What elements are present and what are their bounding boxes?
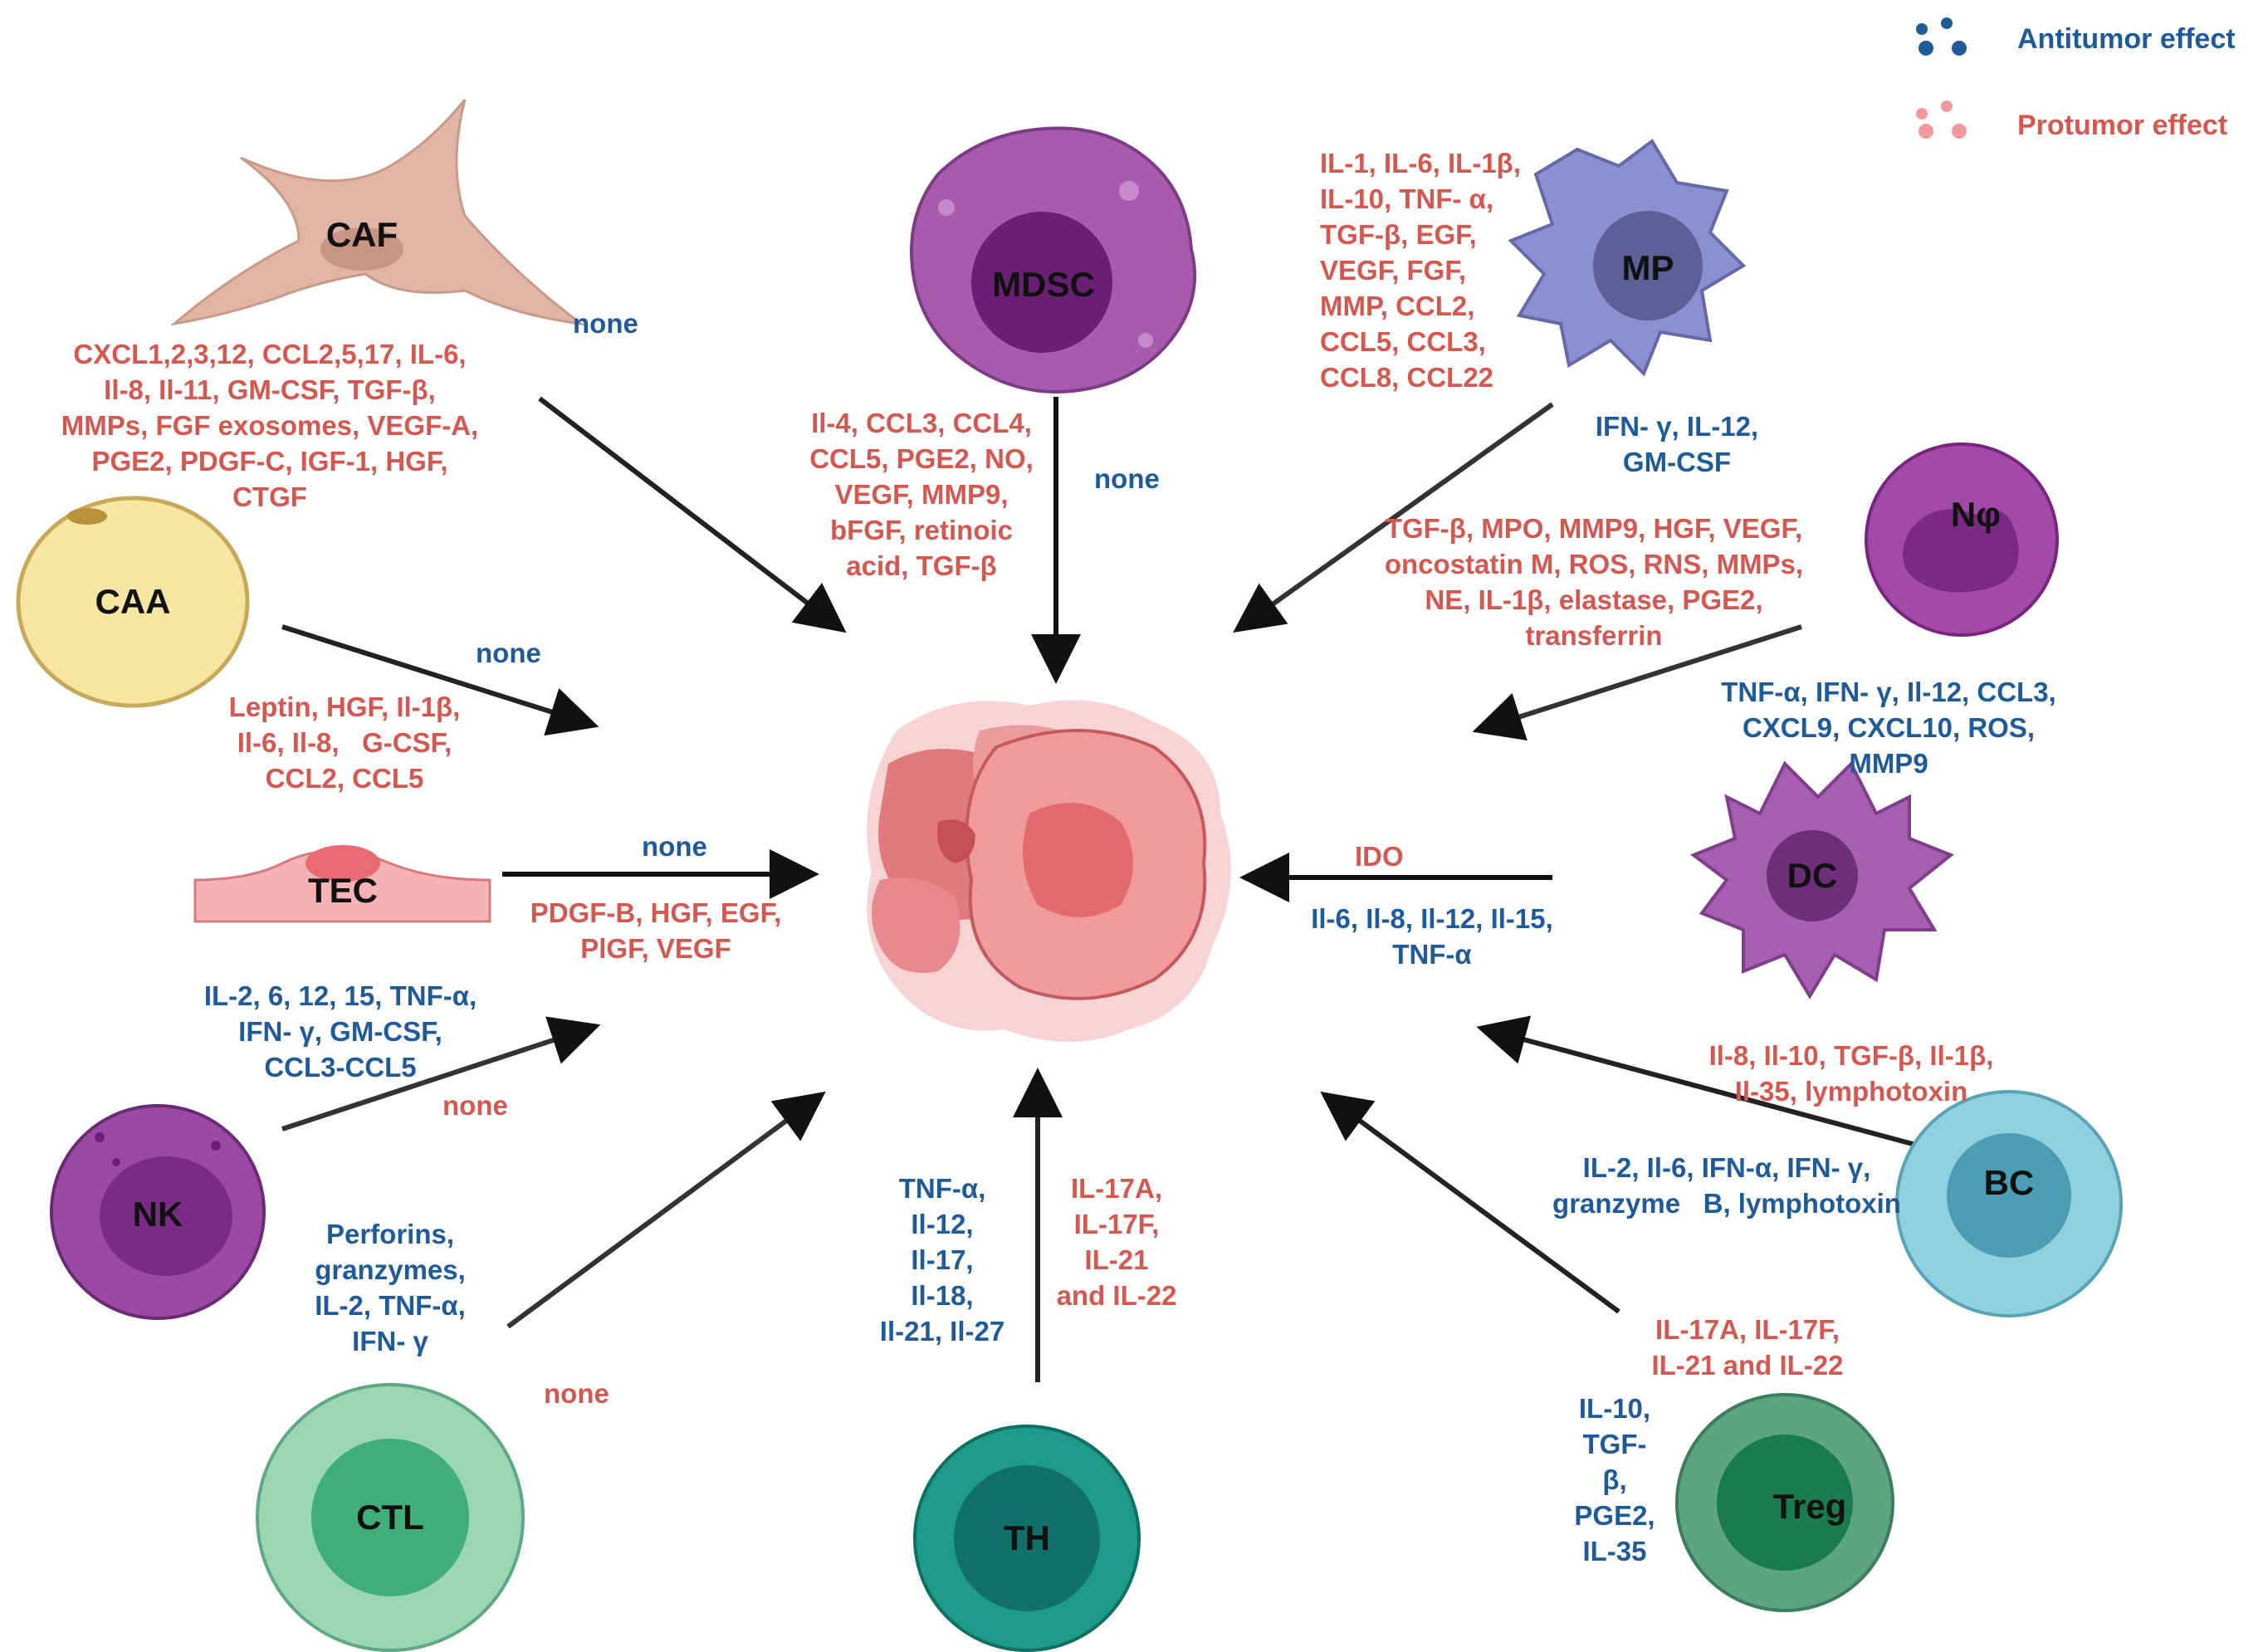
tumor-cluster xyxy=(867,700,1231,1042)
dc-antitumor-label: Il-6, Il-8, Il-12, Il-15, TNF-α xyxy=(1311,903,1553,970)
caa-cell xyxy=(16,496,250,708)
caa-antitumor-label: none xyxy=(476,638,541,668)
caf-cell xyxy=(169,99,586,326)
caf-antitumor-label: none xyxy=(573,308,638,339)
ctl-cell xyxy=(256,1383,525,1652)
th-protumor-label: IL-17A, IL-17F, IL-21 and IL-22 xyxy=(1056,1173,1177,1311)
th-name: TH xyxy=(1004,1518,1050,1557)
nk-antitumor-label: IL-2, 6, 12, 15, TNF-α, IFN- γ, GM-CSF, … xyxy=(203,980,477,1083)
nphi-name: Nφ xyxy=(1950,495,2002,534)
mp-antitumor-label: IFN- γ, IL-12, GM-CSF xyxy=(1595,411,1759,477)
dc-cell xyxy=(1689,760,1954,1000)
nphi-antitumor-label: TNF-α, IFN- γ, Il-12, CCL3, CXCL9, CXCL1… xyxy=(1721,677,2056,779)
th-antitumor-label: TNF-α, Il-12, Il-17, Il-18, Il-21, Il-27 xyxy=(879,1173,1005,1347)
treg-arrow xyxy=(1320,1091,1620,1314)
ctl-antitumor-label: Perforins, granzymes, IL-2, TNF-α, IFN- … xyxy=(315,1219,466,1356)
tec-cell xyxy=(193,845,491,923)
th-cell xyxy=(913,1425,1141,1652)
bc-cell xyxy=(1895,1090,2123,1317)
mdsc-name: MDSC xyxy=(992,265,1095,304)
caf-arrow xyxy=(538,396,847,633)
dc-protumor-label: IDO xyxy=(1355,841,1404,872)
bc-arrow xyxy=(1476,1015,1935,1152)
mdsc-antitumor-label: none xyxy=(1094,463,1160,494)
nk-cell xyxy=(50,1104,266,1320)
tec-antitumor-label: none xyxy=(642,831,707,862)
nk-name: NK xyxy=(132,1195,183,1234)
mdsc-cell xyxy=(910,126,1197,393)
pink-dots-icon xyxy=(1916,100,1967,139)
nphi-cell xyxy=(1865,442,2059,637)
caa-arrow xyxy=(281,624,599,736)
nk-protumor-label: none xyxy=(442,1090,508,1121)
arrows xyxy=(281,396,1935,1382)
ctl-arrow xyxy=(506,1091,826,1329)
caa-protumor-label: Leptin, HGF, Il-1β, Il-6, Il-8, G-CSF, C… xyxy=(228,692,461,794)
treg-protumor-label: IL-17A, IL-17F, IL-21 and IL-22 xyxy=(1651,1314,1844,1381)
tec-protumor-label: PDGF-B, HGF, EGF, PlGF, VEGF xyxy=(530,897,782,964)
tec-name: TEC xyxy=(308,871,378,910)
caa-name: CAA xyxy=(95,582,171,621)
caf-name: CAF xyxy=(325,215,398,254)
bc-protumor-label: Il-8, Il-10, TGF-β, Il-1β, Il-35, lympho… xyxy=(1708,1040,1994,1107)
mdsc-protumor-label: Il-4, CCL3, CCL4, CCL5, PGE2, NO, VEGF, … xyxy=(809,408,1034,581)
ctl-protumor-label: none xyxy=(544,1378,609,1409)
nphi-arrow xyxy=(1472,624,1802,740)
bc-antitumor-label: IL-2, Il-6, IFN-α, IFN- γ, granzyme B, l… xyxy=(1552,1152,1901,1219)
nphi-protumor-label: TGF-β, MPO, MMP9, HGF, VEGF, oncostatin … xyxy=(1384,513,1804,651)
treg-cell xyxy=(1675,1393,1894,1612)
dc-name: DC xyxy=(1787,856,1838,895)
treg-name: Treg xyxy=(1772,1487,1847,1526)
bc-name: BC xyxy=(1983,1163,2035,1202)
caf-protumor-label: CXCL1,2,3,12, CCL2,5,17, IL-6, Il-8, Il-… xyxy=(61,339,479,512)
treg-antitumor-label: IL-10, TGF- β, PGE2, IL-35 xyxy=(1574,1393,1655,1566)
mp-name: MP xyxy=(1621,248,1674,287)
mp-arrow xyxy=(1233,402,1554,633)
blue-dots-icon xyxy=(1916,17,1967,56)
legend-protumor: Protumor effect xyxy=(2017,110,2228,141)
mp-cell xyxy=(1508,139,1747,377)
mp-protumor-label: IL-1, IL-6, IL-1β, IL-10, TNF- α, TGF-β,… xyxy=(1320,148,1521,393)
legend-antitumor: Antitumor effect xyxy=(2017,23,2236,55)
nk-arrow xyxy=(281,1016,601,1131)
ctl-name: CTL xyxy=(356,1498,424,1537)
